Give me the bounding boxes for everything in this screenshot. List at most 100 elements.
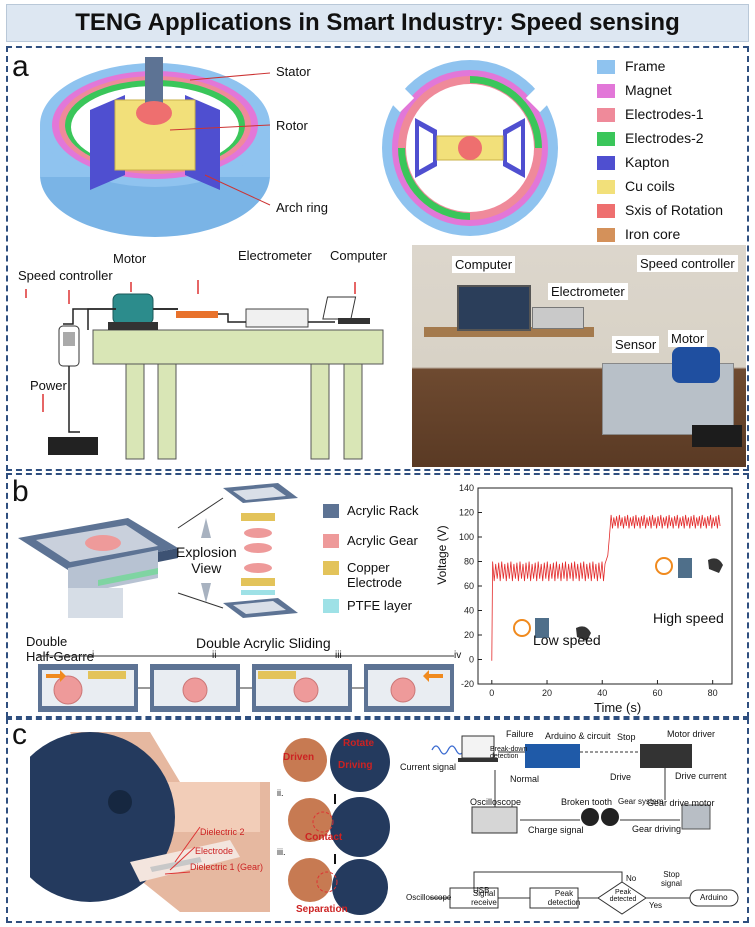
y-tick-label: 0: [469, 655, 474, 665]
stage-ii-label: ii.: [277, 788, 284, 798]
device-icon: [655, 557, 692, 578]
legend-swatch: [597, 228, 615, 242]
photo-sensor-label: Sensor: [612, 336, 660, 353]
legend-label: Sxis of Rotation: [625, 202, 724, 218]
legend-swatch: [597, 132, 615, 146]
legend-swatch: [597, 84, 615, 98]
legend-swatch: [323, 561, 339, 575]
hair-dryer-icon: [576, 626, 591, 641]
dielectric-2-label: Dielectric 2: [200, 827, 245, 837]
chart-icons: [513, 557, 723, 641]
broken-tooth-label: Broken tooth: [561, 797, 613, 807]
photo-speed-controller-label: Speed controller: [637, 255, 738, 272]
rotor-top-view: [382, 60, 558, 236]
exploded-device-diagram: [18, 483, 298, 618]
panel-a-label: a: [12, 50, 29, 83]
chart-xlabel: Time (s): [594, 700, 642, 715]
legend-label: Iron core: [625, 226, 681, 242]
legend-swatch: [597, 156, 615, 170]
gear-system-label: Gear system: [618, 797, 664, 806]
double-acrylic-sliding-label: Double Acrylic Sliding: [196, 635, 331, 651]
setup-computer-label: Computer: [330, 248, 388, 263]
no-label: No: [626, 874, 637, 883]
separation-label: Separation: [296, 904, 348, 915]
arch-ring-label: Arch ring: [276, 200, 329, 215]
driven-label: Driven: [283, 752, 315, 763]
step-ii: ii: [212, 650, 217, 661]
legend-label: Kapton: [625, 154, 670, 170]
setup-schematic: [25, 280, 384, 460]
panel-c: [6, 718, 749, 923]
photo-computer-label: Computer: [452, 256, 516, 273]
step-iv: iv: [454, 650, 462, 661]
title-bar: TENG Applications in Smart Industry: Spe…: [6, 4, 749, 42]
x-tick-label: 80: [708, 688, 718, 698]
current-signal-label: Current signal: [400, 762, 457, 772]
panel-b-label: b: [12, 475, 29, 508]
stop-label: Stop: [617, 732, 636, 742]
y-tick-label: 20: [464, 630, 474, 640]
y-tick-label: 60: [464, 581, 474, 591]
photo-controller: [692, 425, 742, 447]
page-title: TENG Applications in Smart Industry: Spe…: [75, 9, 680, 36]
drive-label: Drive: [610, 772, 632, 782]
explosion-view-label: Explosion View: [176, 544, 237, 576]
step-iii: iii: [335, 650, 342, 661]
photo-electrometer-label: Electrometer: [548, 283, 628, 300]
peak-detection-label: Peak detection: [547, 889, 581, 907]
usb-label: USB: [473, 886, 490, 895]
signal-receive-label: Signal receive: [471, 889, 497, 907]
legend-label: PTFE layer: [347, 598, 413, 613]
high-speed-label: High speed: [653, 610, 724, 626]
oscilloscope-label: Oscilloscope: [470, 797, 522, 807]
stop-signal-label: Stop signal: [661, 870, 682, 888]
dielectric-1-label: Dielectric 1 (Gear): [190, 862, 264, 872]
device-icon: [513, 618, 549, 638]
breakdown-label: Break-down detection: [490, 746, 528, 760]
charge-signal-label: Charge signal: [528, 825, 584, 835]
yes-label: Yes: [649, 901, 663, 910]
x-tick-label: 20: [542, 688, 552, 698]
arduino-circuit-label: Arduino & circuit: [545, 731, 611, 741]
legend-label: Acrylic Rack: [347, 503, 419, 518]
voltage-chart: -20 0 20 40 60 80 100 120 140 0 20 40 60 80: [459, 483, 733, 698]
panel-b: [6, 473, 749, 718]
y-tick-label: 40: [464, 606, 474, 616]
y-tick-label: 100: [459, 532, 474, 542]
legend-swatch: [323, 534, 339, 548]
photo-laptop: [457, 285, 531, 331]
legend-label: Electrodes-2: [625, 130, 704, 146]
rotor-label: Rotor: [276, 118, 308, 133]
x-tick-label: 60: [652, 688, 662, 698]
panel-a: [6, 46, 749, 471]
failure-label: Failure: [506, 729, 534, 739]
stator-label: Stator: [276, 64, 311, 79]
gear-driving-label: Gear driving: [632, 824, 682, 834]
chart-ylabel: Voltage (V): [435, 525, 449, 585]
legend-swatch: [597, 60, 615, 74]
setup-speed-controller-label: Speed controller: [18, 268, 113, 283]
setup-photo: [412, 245, 746, 467]
rotate-label: Rotate: [343, 738, 375, 749]
peak-detected-label: Peak detected: [609, 889, 637, 903]
normal-label: Normal: [510, 774, 540, 784]
y-tick-label: 80: [464, 557, 474, 567]
y-tick-label: 120: [459, 508, 474, 518]
drive-current-label: Drive current: [675, 771, 727, 781]
y-tick-label: -20: [461, 679, 474, 689]
panel-c-label: c: [12, 718, 27, 751]
driving-label: Driving: [338, 760, 373, 771]
setup-motor-label: Motor: [113, 251, 147, 266]
legend-label: Cu coils: [625, 178, 675, 194]
legend-swatch: [597, 180, 615, 194]
setup-electrometer-label: Electrometer: [238, 248, 312, 263]
x-tick-label: 0: [489, 688, 494, 698]
x-tick-label: 40: [597, 688, 607, 698]
detection-flow-diagram: [430, 735, 739, 915]
legend-swatch: [323, 504, 339, 518]
photo-table: [424, 327, 594, 337]
photo-motor-label: Motor: [668, 330, 708, 347]
y-tick-label: 140: [459, 483, 474, 493]
legend-label: Magnet: [625, 82, 672, 98]
setup-power-label: Power: [30, 378, 67, 393]
